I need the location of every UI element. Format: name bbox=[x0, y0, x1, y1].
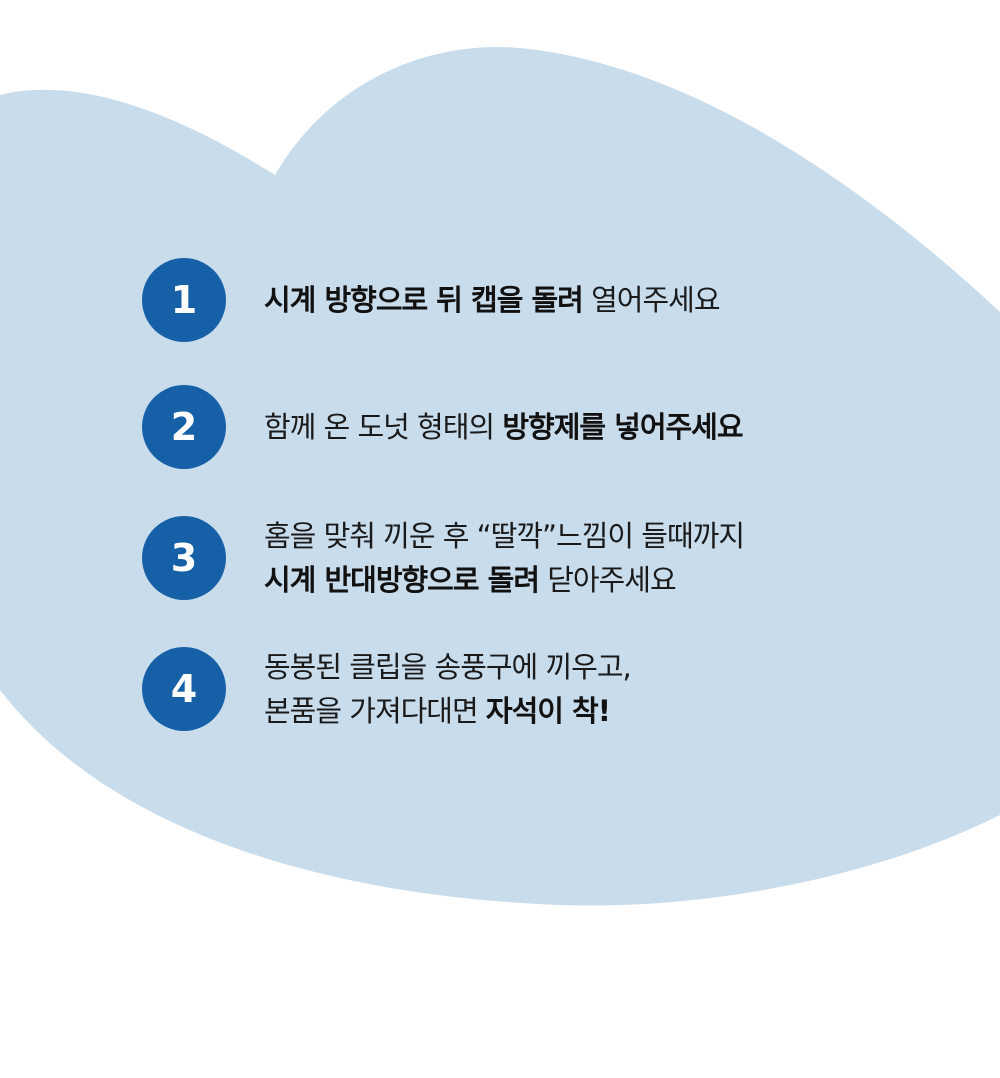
text-normal: 함께 온 도넛 형태의 bbox=[264, 410, 503, 444]
step-text: 동봉된 클립을 송풍구에 끼우고, 본품을 가져다대면 자석이 착! bbox=[264, 645, 632, 733]
text-bold: 자석이 착! bbox=[485, 694, 611, 728]
step-3: 3 홈을 맞춰 끼운 후 “딸깍”느낌이 들때까지 시계 반대방향으로 돌려 닫… bbox=[142, 514, 745, 602]
step-text: 함께 온 도넛 형태의 방향제를 넣어주세요 bbox=[264, 405, 744, 449]
text-normal: 본품을 가져다대면 bbox=[264, 694, 486, 728]
step-4: 4 동봉된 클립을 송풍구에 끼우고, 본품을 가져다대면 자석이 착! bbox=[142, 645, 632, 733]
text-bold: 시계 반대방향으로 돌려 bbox=[264, 563, 540, 597]
step-number-badge: 1 bbox=[142, 258, 226, 342]
text-normal: 열어주세요 bbox=[582, 283, 720, 317]
step-2: 2 함께 온 도넛 형태의 방향제를 넣어주세요 bbox=[142, 385, 744, 469]
text-bold: 시계 방향으로 뒤 캡을 돌려 bbox=[264, 283, 584, 317]
step-number-badge: 2 bbox=[142, 385, 226, 469]
step-number-badge: 3 bbox=[142, 516, 226, 600]
step-text: 시계 방향으로 뒤 캡을 돌려 열어주세요 bbox=[264, 278, 720, 322]
step-1: 1 시계 방향으로 뒤 캡을 돌려 열어주세요 bbox=[142, 258, 720, 342]
text-normal: 홈을 맞춰 끼운 후 “딸깍”느낌이 들때까지 bbox=[264, 519, 745, 553]
text-normal: 닫아주세요 bbox=[539, 563, 676, 597]
text-normal: 동봉된 클립을 송풍구에 끼우고, bbox=[264, 650, 632, 684]
step-number-badge: 4 bbox=[142, 647, 226, 731]
step-text: 홈을 맞춰 끼운 후 “딸깍”느낌이 들때까지 시계 반대방향으로 돌려 닫아주… bbox=[264, 514, 745, 602]
text-bold: 방향제를 넣어주세요 bbox=[502, 410, 743, 444]
